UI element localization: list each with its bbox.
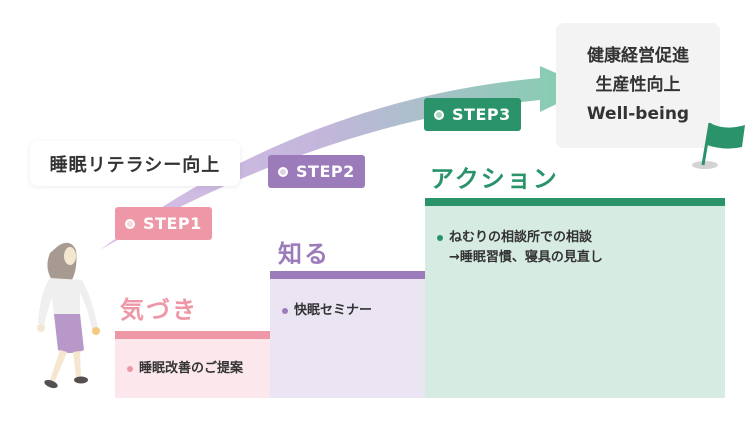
step3-panel: ねむりの相談所での相談 →睡眠習慣、寝具の見直し <box>425 198 725 398</box>
step1-item: 睡眠改善のご提案 <box>139 361 244 376</box>
step2-label: STEP2 <box>296 162 355 181</box>
step1-bar <box>115 331 270 339</box>
step3-badge: STEP3 <box>424 98 521 131</box>
step2-item: 快眠セミナー <box>294 303 373 318</box>
step2-panel: 快眠セミナー <box>270 271 425 398</box>
step3-item: ねむりの相談所での相談 <box>449 230 593 245</box>
step2-heading: 知る <box>278 240 330 268</box>
goal-box: 健康経営促進 生産性向上 Well-being <box>556 23 720 148</box>
step3-bar <box>425 198 725 206</box>
step1-panel: 睡眠改善のご提案 <box>115 331 270 398</box>
step1-badge: STEP1 <box>115 207 212 240</box>
goal-line: 生産性向上 <box>595 75 681 95</box>
step-dot-icon <box>278 166 288 177</box>
step1-body: 睡眠改善のご提案 <box>115 339 270 393</box>
bullet-icon <box>127 365 133 372</box>
literacy-label: 睡眠リテラシー向上 <box>30 141 240 186</box>
step3-item: →睡眠習慣、寝具の見直し <box>449 250 603 265</box>
goal-line: Well-being <box>586 104 690 124</box>
bullet-icon <box>437 234 443 241</box>
bullet-icon <box>282 307 288 314</box>
step1-label: STEP1 <box>143 214 202 233</box>
progress-arrow-body <box>100 66 590 250</box>
step3-body: ねむりの相談所での相談 →睡眠習慣、寝具の見直し <box>425 206 725 282</box>
step-dot-icon <box>125 218 135 229</box>
walking-woman-illustration <box>37 242 100 389</box>
step-dot-icon <box>434 109 444 120</box>
goal-flag-icon <box>692 122 745 169</box>
step2-body: 快眠セミナー <box>270 279 425 335</box>
goal-line: 健康経営促進 <box>587 46 689 66</box>
step3-heading: アクション <box>430 165 559 193</box>
step2-bar <box>270 271 425 279</box>
step1-heading: 気づき <box>120 296 198 324</box>
step2-badge: STEP2 <box>268 155 365 188</box>
step3-label: STEP3 <box>452 105 511 124</box>
